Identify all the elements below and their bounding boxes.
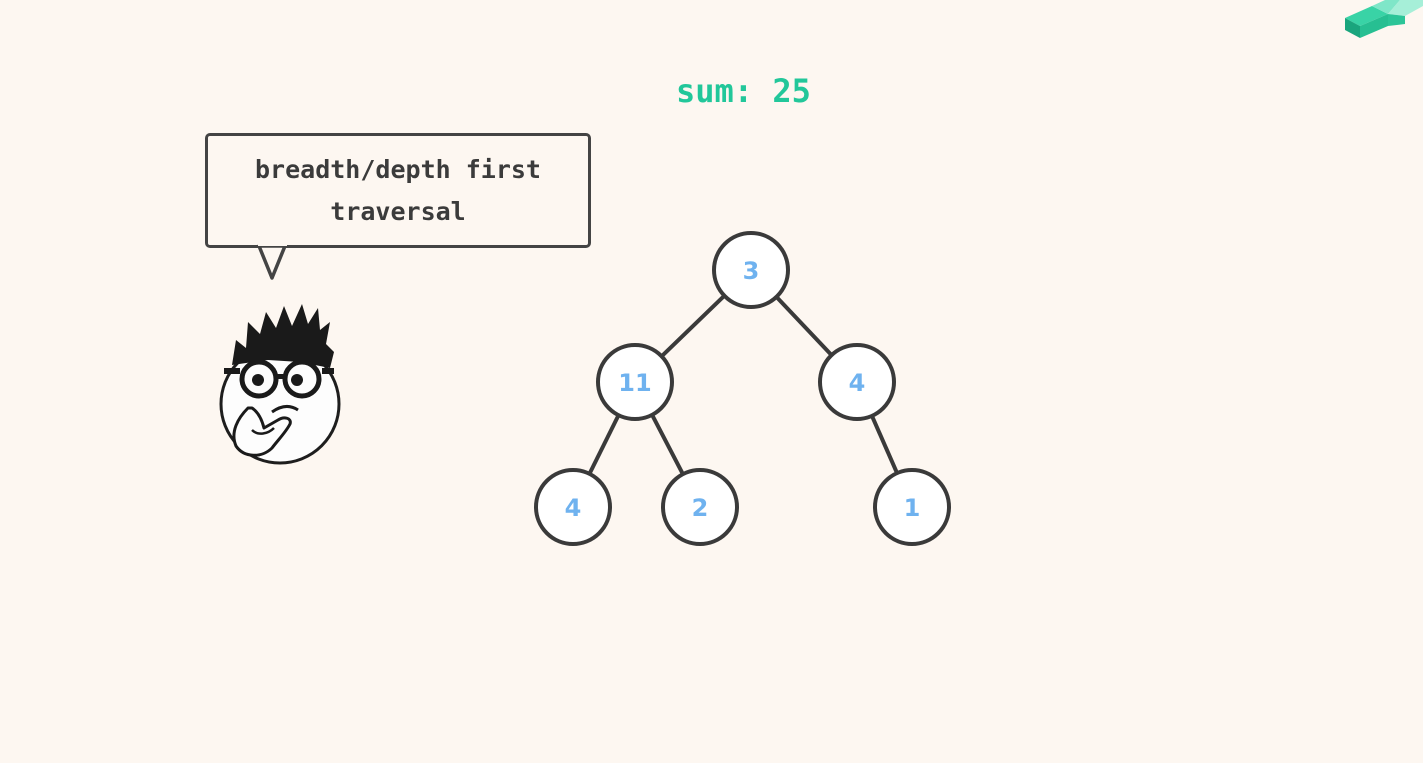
tree-node-circle <box>873 468 951 546</box>
tree-node-circle <box>712 231 790 309</box>
tree-edge-root-left <box>660 294 726 358</box>
tree-node-value: 11 <box>618 369 651 397</box>
tree-node-value: 1 <box>904 494 921 522</box>
speech-bubble-text: breadth/depth first traversal <box>255 154 541 226</box>
tree-edge-root-right <box>774 295 834 357</box>
tree-node-right-right: 1 <box>873 468 951 546</box>
tree-node-left: 11 <box>596 343 674 421</box>
tree-edge-right-right-right <box>870 415 899 474</box>
sum-label: sum: 25 <box>676 72 811 110</box>
tree-node-circle <box>818 343 896 421</box>
speech-bubble: breadth/depth first traversal <box>205 133 591 248</box>
tree-node-root: 3 <box>712 231 790 309</box>
tree-node-circle <box>661 468 739 546</box>
tree-node-value: 2 <box>692 494 709 522</box>
tree-node-left-right: 2 <box>661 468 739 546</box>
tree-node-circle <box>596 343 674 421</box>
tree-node-value: 3 <box>743 257 760 285</box>
tree-node-value: 4 <box>849 369 866 397</box>
tree-node-left-left: 4 <box>534 468 612 546</box>
tree-edge-left-left-right <box>650 413 685 476</box>
tree-edge-left-left-left <box>587 414 621 475</box>
tree-node-circle <box>534 468 612 546</box>
tree-node-value: 4 <box>565 494 582 522</box>
tree-node-right: 4 <box>818 343 896 421</box>
